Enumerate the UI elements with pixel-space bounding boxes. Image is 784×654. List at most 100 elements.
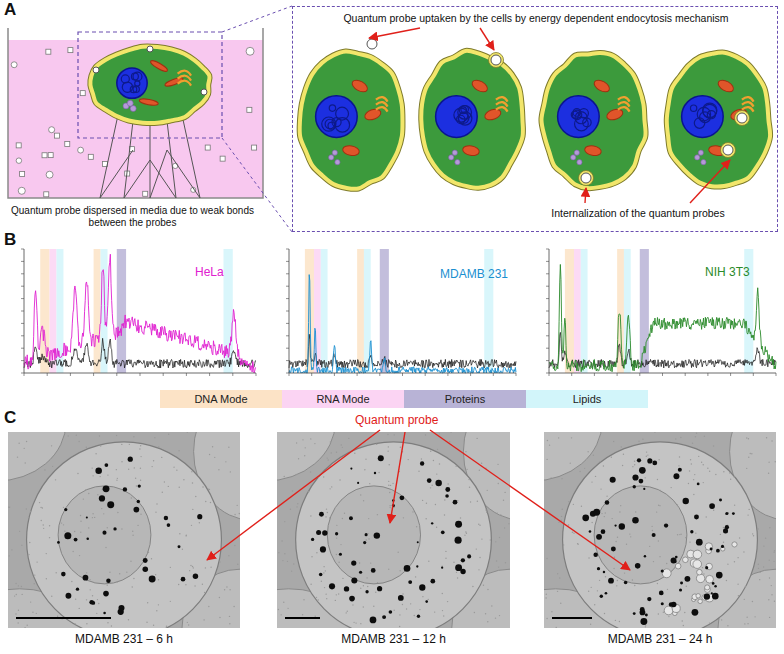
endosome <box>489 53 504 68</box>
tem-texture <box>472 586 473 587</box>
mode-band <box>101 249 108 373</box>
tem-texture <box>705 516 706 517</box>
axis-tick <box>286 311 289 312</box>
quantum-probe-dot <box>365 533 368 536</box>
axis-tick <box>753 373 754 376</box>
pointer-arrow <box>585 188 586 203</box>
tem-texture <box>18 585 19 586</box>
tem-texture <box>679 534 680 535</box>
golgi <box>496 102 508 106</box>
tem-texture <box>615 620 616 621</box>
tem-texture <box>192 509 193 510</box>
quantum-probe-dot <box>632 517 639 524</box>
tem-texture <box>447 483 448 484</box>
axis-tick <box>546 249 549 250</box>
tem-texture <box>116 435 117 436</box>
tem-texture <box>140 480 141 481</box>
tem-texture <box>308 491 309 492</box>
quantum-probe-dot <box>419 584 425 590</box>
quantum-probe-dot <box>643 488 645 490</box>
tem-texture <box>703 464 704 465</box>
tem-cell <box>27 442 222 628</box>
quantum-probe-dot <box>664 523 668 527</box>
tem-texture <box>80 515 81 516</box>
tem-texture <box>487 589 488 590</box>
tem-texture <box>498 483 499 484</box>
tem-texture <box>447 601 448 602</box>
tem-texture <box>658 540 659 541</box>
tem-texture <box>634 585 635 586</box>
tem-texture <box>226 586 227 587</box>
axis-tick <box>21 249 24 250</box>
tem-texture <box>632 579 633 580</box>
tem-texture <box>497 464 498 465</box>
quantum-probe <box>147 46 153 52</box>
tem-texture <box>723 542 724 543</box>
quantum-probe-dot <box>633 612 636 615</box>
tem-texture <box>577 544 578 545</box>
tem-texture <box>734 504 735 505</box>
quantum-probe-dot <box>95 467 102 474</box>
tem-vesicle <box>705 543 712 550</box>
cell-body <box>541 53 645 188</box>
tem-texture <box>229 623 230 624</box>
tem-texture <box>336 537 337 538</box>
cell-body <box>90 47 209 123</box>
quantum-probe-dot <box>610 477 616 483</box>
tem-texture <box>293 563 294 564</box>
tem-texture <box>694 474 695 475</box>
quantum-probe-dot <box>696 539 703 546</box>
tem-texture <box>436 527 437 528</box>
tem-texture <box>406 608 407 609</box>
tem-texture <box>503 500 504 501</box>
tem-texture <box>763 545 764 546</box>
tem-texture <box>649 546 650 547</box>
tem-texture <box>629 533 630 534</box>
tem-texture <box>496 560 497 561</box>
tem-texture <box>77 473 78 474</box>
mitochondrion <box>584 144 602 156</box>
tem-texture <box>571 437 572 438</box>
tem-texture <box>193 567 194 568</box>
axis-tick <box>21 323 24 324</box>
axis-tick <box>232 373 233 376</box>
tem-texture <box>161 457 162 458</box>
tem-texture <box>752 601 753 602</box>
quantum-probe-dot <box>123 487 127 491</box>
vesicle <box>698 150 703 155</box>
cell-membrane <box>667 53 770 187</box>
quantum-probe-dot <box>632 474 638 480</box>
quantum-probe-dot <box>417 541 419 543</box>
tem-texture <box>613 441 614 442</box>
probe-particle <box>80 91 85 96</box>
tem-texture <box>342 578 343 579</box>
series-label: HeLa <box>195 265 255 279</box>
tem-texture <box>658 505 659 506</box>
quantum-probe-dot <box>705 566 708 569</box>
tem-texture <box>326 508 327 509</box>
tem-texture <box>353 622 354 623</box>
tem-texture <box>26 508 27 509</box>
tem-texture <box>591 522 592 523</box>
tem-texture <box>481 463 482 464</box>
tem-texture <box>435 504 436 505</box>
tem-texture <box>745 586 746 587</box>
tem-texture <box>278 552 279 553</box>
spectrum-art <box>546 249 776 376</box>
quantum-probe-dot <box>102 531 106 535</box>
tem-texture <box>769 617 770 618</box>
tem-texture <box>399 570 400 571</box>
series-label: NIH 3T3 <box>705 265 775 279</box>
tem-texture <box>550 477 551 478</box>
tem-texture <box>644 477 645 478</box>
tem-texture <box>170 567 171 568</box>
tem-texture <box>758 564 759 565</box>
quantum-probe-dot <box>103 591 109 597</box>
tem-texture <box>116 479 117 480</box>
tem-texture <box>746 468 747 469</box>
quantum-probe-dot <box>716 549 720 553</box>
culture-well <box>8 28 263 198</box>
tem-texture <box>360 494 361 495</box>
quantum-probe-dot <box>637 458 641 462</box>
axis-tick <box>546 373 549 374</box>
